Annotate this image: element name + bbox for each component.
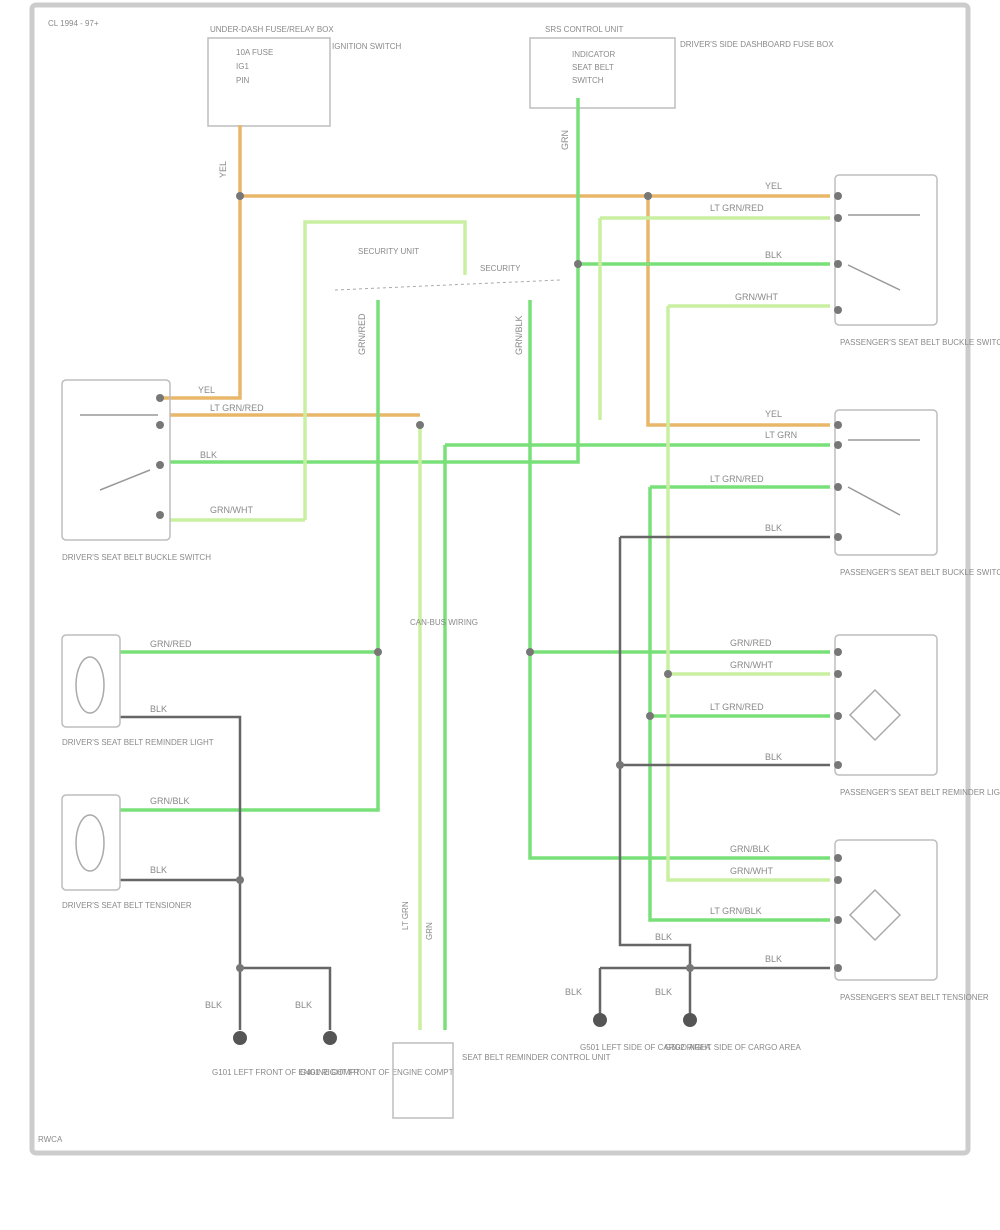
svg-text:PASSENGER'S SEAT BELT BUCKLE S: PASSENGER'S SEAT BELT BUCKLE SWITCH	[840, 568, 1000, 577]
svg-text:LT GRN/RED: LT GRN/RED	[710, 474, 764, 484]
svg-text:GRN/RED: GRN/RED	[357, 313, 367, 355]
passenger-belt-buckle-lower: PASSENGER'S SEAT BELT BUCKLE SWITCH	[834, 409, 1000, 577]
svg-text:INDICATOR: INDICATOR	[572, 50, 615, 59]
svg-text:IGNITION SWITCH: IGNITION SWITCH	[332, 42, 402, 51]
reminder-control-unit: SEAT BELT REMINDER CONTROL UNIT LT GRN G…	[392, 901, 611, 1119]
svg-text:LT GRN: LT GRN	[765, 430, 797, 440]
svg-text:G101 LEFT FRONT OF ENGINE COMP: G101 LEFT FRONT OF ENGINE COMPT	[212, 1068, 360, 1077]
svg-text:YEL: YEL	[765, 181, 782, 191]
svg-text:BLK: BLK	[150, 865, 167, 875]
svg-text:SEAT BELT REMINDER CONTROL UNI: SEAT BELT REMINDER CONTROL UNIT	[462, 1053, 611, 1062]
passenger-belt-buckle-upper: PASSENGER'S SEAT BELT BUCKLE SWITCH	[834, 174, 1000, 347]
ground-3: G501 LEFT SIDE OF CARGO AREA	[580, 1013, 711, 1052]
svg-text:GRN/WHT: GRN/WHT	[735, 292, 778, 302]
svg-text:GRN/WHT: GRN/WHT	[210, 505, 253, 515]
svg-text:GRN/WHT: GRN/WHT	[730, 660, 773, 670]
svg-text:UNDER-DASH FUSE/RELAY BOX: UNDER-DASH FUSE/RELAY BOX	[210, 25, 334, 34]
svg-text:DRIVER'S SIDE DASHBOARD FUSE B: DRIVER'S SIDE DASHBOARD FUSE BOX	[680, 40, 834, 49]
svg-text:10A FUSE: 10A FUSE	[236, 48, 273, 57]
svg-text:GRN/BLK: GRN/BLK	[150, 796, 190, 806]
svg-text:GRN/BLK: GRN/BLK	[514, 315, 524, 355]
svg-text:LT GRN/RED: LT GRN/RED	[710, 203, 764, 213]
svg-text:G501 LEFT SIDE OF CARGO AREA: G501 LEFT SIDE OF CARGO AREA	[580, 1043, 711, 1052]
wire-label-yel: YEL	[218, 161, 228, 178]
svg-text:GRN/RED: GRN/RED	[730, 638, 772, 648]
svg-text:SRS CONTROL UNIT: SRS CONTROL UNIT	[545, 25, 623, 34]
svg-text:YEL: YEL	[765, 409, 782, 419]
svg-text:BLK: BLK	[655, 932, 672, 942]
svg-text:IG1: IG1	[236, 62, 249, 71]
svg-text:BLK: BLK	[765, 954, 782, 964]
svg-text:GRN: GRN	[425, 922, 434, 940]
svg-text:DRIVER'S SEAT BELT BUCKLE SWIT: DRIVER'S SEAT BELT BUCKLE SWITCH	[62, 553, 211, 562]
svg-text:YEL: YEL	[198, 385, 215, 395]
svg-text:GRN: GRN	[560, 130, 570, 150]
ground-4: G502 RIGHT SIDE OF CARGO AREA	[665, 1013, 802, 1052]
svg-text:LT GRN/BLK: LT GRN/BLK	[710, 906, 762, 916]
svg-text:BLK: BLK	[655, 987, 672, 997]
green-wires	[120, 98, 830, 1030]
svg-text:SECURITY: SECURITY	[480, 264, 521, 273]
bus-label: CAN-BUS WIRING	[410, 618, 478, 627]
driver-belt-buckle-switch: DRIVER'S SEAT BELT BUCKLE SWITCH	[61, 379, 211, 562]
svg-text:BLK: BLK	[200, 450, 217, 460]
ground-2: G401 RIGHT FRONT OF ENGINE COMPT	[300, 1031, 454, 1077]
driver-reminder-light: DRIVER'S SEAT BELT REMINDER LIGHT	[61, 634, 214, 747]
black-wires	[120, 535, 830, 1030]
svg-text:LT GRN: LT GRN	[401, 901, 410, 930]
svg-text:BLK: BLK	[295, 1000, 312, 1010]
diagram-frame	[29, 2, 971, 1156]
svg-text:DRIVER'S SEAT BELT REMINDER LI: DRIVER'S SEAT BELT REMINDER LIGHT	[62, 738, 214, 747]
passenger-reminder-light: PASSENGER'S SEAT BELT REMINDER LIGHT	[834, 634, 1000, 797]
wire-labels: YEL LT GRN/RED BLK GRN/WHT YEL LT GRN/RE…	[150, 130, 797, 1010]
svg-text:BLK: BLK	[765, 250, 782, 260]
svg-text:PASSENGER'S SEAT BELT BUCKLE S: PASSENGER'S SEAT BELT BUCKLE SWITCH	[840, 338, 1000, 347]
svg-text:SECURITY UNIT: SECURITY UNIT	[358, 247, 419, 256]
svg-text:BLK: BLK	[765, 752, 782, 762]
security-unit: SECURITY UNIT SECURITY CAN-BUS WIRING	[334, 247, 561, 627]
svg-text:LT GRN/RED: LT GRN/RED	[210, 403, 264, 413]
svg-text:SWITCH: SWITCH	[572, 76, 604, 85]
srs-control-unit-box: SRS CONTROL UNIT INDICATOR SEAT BELT SWI…	[529, 25, 834, 109]
svg-text:GRN/BLK: GRN/BLK	[730, 844, 770, 854]
fuse-relay-box: UNDER-DASH FUSE/RELAY BOX 10A FUSE IG1 P…	[207, 25, 402, 127]
svg-text:BLK: BLK	[205, 1000, 222, 1010]
svg-text:SEAT BELT: SEAT BELT	[572, 63, 614, 72]
svg-text:PASSENGER'S SEAT BELT TENSIONE: PASSENGER'S SEAT BELT TENSIONER	[840, 993, 989, 1002]
svg-text:PIN: PIN	[236, 76, 250, 85]
svg-text:BLK: BLK	[765, 523, 782, 533]
corner-label: CL 1994 - 97+	[48, 19, 99, 28]
driver-tensioner: DRIVER'S SEAT BELT TENSIONER	[61, 794, 192, 910]
page-number: RWCA	[38, 1135, 63, 1144]
svg-text:BLK: BLK	[150, 704, 167, 714]
junction-nodes	[236, 192, 694, 972]
svg-text:DRIVER'S SEAT BELT TENSIONER: DRIVER'S SEAT BELT TENSIONER	[62, 901, 192, 910]
svg-text:G401 RIGHT FRONT OF ENGINE COM: G401 RIGHT FRONT OF ENGINE COMPT	[300, 1068, 454, 1077]
passenger-tensioner: PASSENGER'S SEAT BELT TENSIONER	[834, 839, 989, 1002]
svg-text:G502 RIGHT SIDE OF CARGO AREA: G502 RIGHT SIDE OF CARGO AREA	[665, 1043, 802, 1052]
svg-text:GRN/RED: GRN/RED	[150, 639, 192, 649]
orange-wires	[160, 125, 830, 427]
svg-text:PASSENGER'S SEAT BELT REMINDER: PASSENGER'S SEAT BELT REMINDER LIGHT	[840, 788, 1000, 797]
svg-text:LT GRN/RED: LT GRN/RED	[710, 702, 764, 712]
svg-text:BLK: BLK	[565, 987, 582, 997]
ground-1: G101 LEFT FRONT OF ENGINE COMPT	[212, 1031, 360, 1077]
svg-text:GRN/WHT: GRN/WHT	[730, 866, 773, 876]
